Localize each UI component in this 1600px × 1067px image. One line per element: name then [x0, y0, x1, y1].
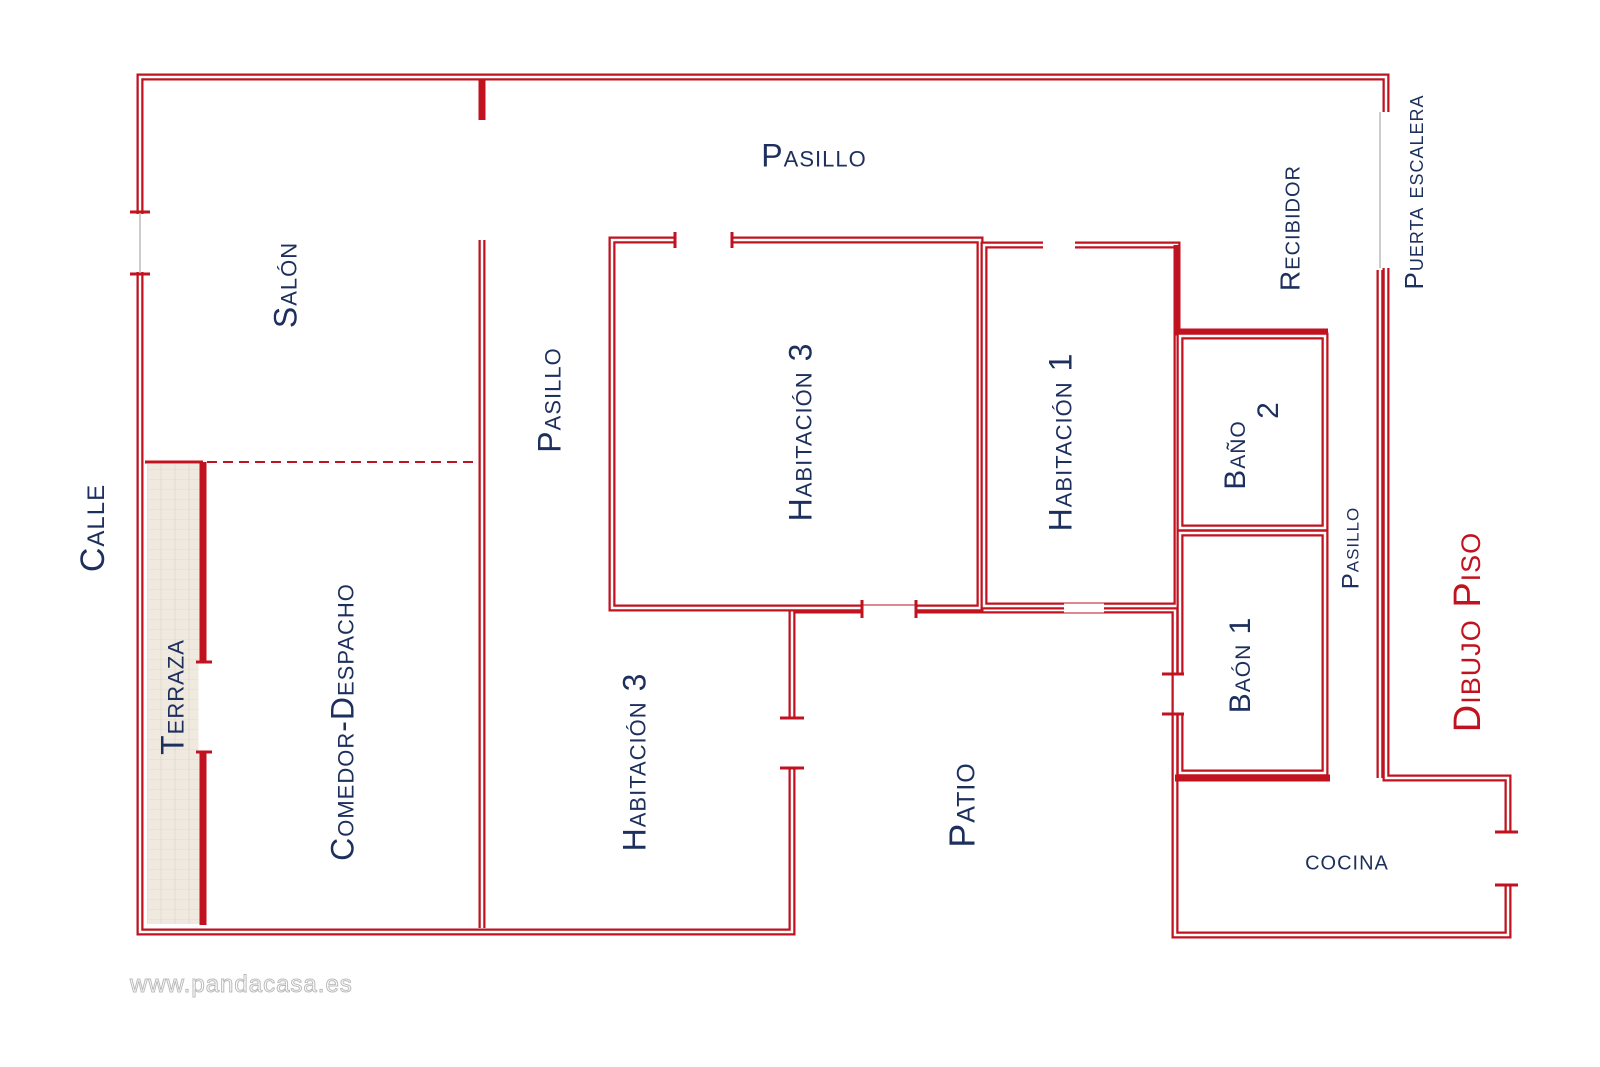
label-pasillo-vertical: Pasillo [531, 347, 567, 452]
terraza-floor [147, 464, 202, 924]
label-habitacion-1: Habitación 1 [1042, 353, 1078, 532]
label-puerta-escalera: Puerta escalera [1399, 95, 1429, 290]
label-dibujo-piso: Dibujo Piso [1447, 532, 1489, 732]
label-cocina: cocina [1305, 844, 1389, 875]
label-bano-2: Baño [1219, 420, 1252, 490]
label-bano-1: Baón 1 [1224, 617, 1257, 714]
openings [130, 112, 1518, 887]
label-patio: Patio [942, 762, 983, 848]
label-bano-2-number: 2 [1252, 401, 1285, 419]
label-pasillo-top: Pasillo [761, 137, 866, 173]
watermark-url: www.pandacasa.es [129, 971, 353, 998]
walls [136, 73, 1512, 939]
label-comedor-despacho: Comedor-Despacho [324, 583, 360, 861]
label-pasillo-narrow: Pasillo [1337, 507, 1364, 590]
label-terraza: Terraza [154, 639, 190, 755]
label-salon: Salón [267, 242, 303, 328]
label-habitacion-3-lower: Habitación 3 [616, 673, 652, 852]
label-recibidor: Recibidor [1274, 165, 1305, 291]
label-habitacion-3-upper: Habitación 3 [782, 343, 818, 522]
label-calle: Calle [74, 484, 112, 572]
room-labels: Pasillo Salón Calle Terraza Comedor-Desp… [74, 95, 1489, 876]
